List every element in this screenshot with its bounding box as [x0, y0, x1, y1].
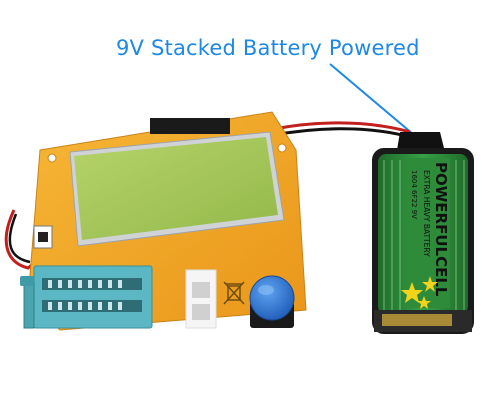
callout-line [329, 63, 421, 141]
star-icon [401, 276, 438, 309]
lcd-connector [150, 118, 230, 134]
side-red-wire [4, 209, 39, 270]
connector-pin [38, 232, 48, 242]
mount-hole [277, 143, 287, 153]
battery-model: 1604 6F22 9V [410, 170, 418, 219]
battery: POWERFULCELL EXTRA HEAVY BATTERY 1604 6F… [372, 132, 474, 334]
headline: 9V Stacked Battery Powered [116, 36, 420, 60]
black-wire [267, 127, 415, 140]
mount-hole [47, 153, 57, 163]
test-pad [192, 282, 210, 298]
battery-subtitle: EXTRA HEAVY BATTERY [422, 170, 431, 257]
battery-brand: POWERFULCELL [432, 162, 450, 297]
zif-socket-icon [20, 265, 153, 329]
battery-base-label [382, 314, 452, 326]
side-black-wire [8, 213, 31, 264]
push-button-icon [249, 275, 295, 328]
recycle-bin-icon [223, 281, 245, 305]
lcd-screen [74, 137, 278, 240]
test-pad [192, 304, 210, 320]
